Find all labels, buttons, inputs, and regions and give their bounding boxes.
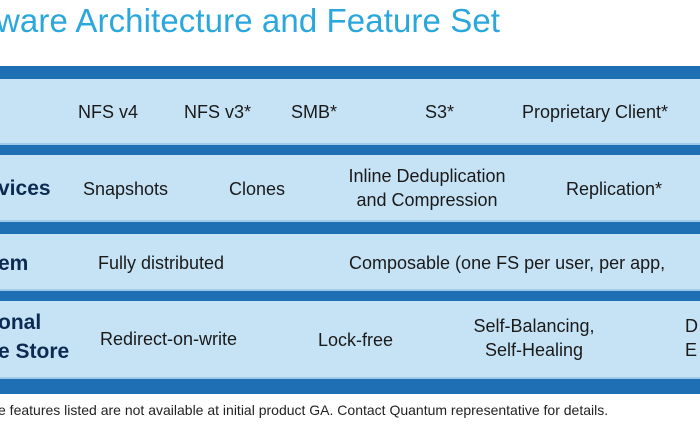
feature-item-multiline: Inline Deduplication and Compression bbox=[337, 164, 517, 212]
feature-item-line: E bbox=[685, 340, 698, 360]
row-label: onal e Store bbox=[0, 308, 69, 366]
page-title: ware Architecture and Feature Set bbox=[0, 2, 501, 39]
feature-item: Composable (one FS per user, per app, bbox=[349, 253, 666, 273]
feature-row-services: vices Snapshots Clones Inline Deduplicat… bbox=[0, 155, 700, 222]
feature-row-protocols: NFS v4 NFS v3* SMB* S3* Proprietary Clie… bbox=[0, 79, 700, 145]
feature-item: SMB* bbox=[291, 102, 338, 122]
feature-row-filesystem: em Fully distributed Composable (one FS … bbox=[0, 234, 700, 291]
row-label-line: e Store bbox=[0, 340, 70, 363]
feature-item: Snapshots bbox=[83, 179, 169, 199]
feature-item-line: D bbox=[685, 316, 698, 336]
feature-item-multiline: Self-Balancing, Self-Healing bbox=[460, 314, 608, 362]
feature-item-multiline: D E bbox=[685, 314, 698, 362]
row-label-line: onal bbox=[0, 311, 42, 334]
row-label: em bbox=[0, 252, 29, 275]
feature-item-line: Inline Deduplication bbox=[348, 166, 506, 186]
row-label: vices bbox=[0, 177, 51, 200]
feature-item-line: Self-Balancing, bbox=[473, 316, 595, 336]
feature-item: Redirect-on-write bbox=[100, 329, 238, 349]
footnote: e features listed are not available at i… bbox=[0, 402, 609, 418]
feature-item: NFS v3* bbox=[184, 102, 252, 122]
feature-item: NFS v4 bbox=[78, 102, 139, 122]
feature-item-line: and Compression bbox=[356, 190, 498, 210]
feature-item: Fully distributed bbox=[98, 253, 225, 273]
feature-item: S3* bbox=[425, 102, 455, 122]
feature-item: Lock-free bbox=[318, 330, 394, 350]
feature-item: Clones bbox=[229, 179, 286, 199]
feature-item-line: Self-Healing bbox=[484, 340, 584, 360]
feature-row-store: onal e Store Redirect-on-write Lock-free… bbox=[0, 301, 700, 379]
feature-item: Proprietary Client* bbox=[522, 102, 669, 122]
feature-item: Replication* bbox=[566, 179, 663, 199]
